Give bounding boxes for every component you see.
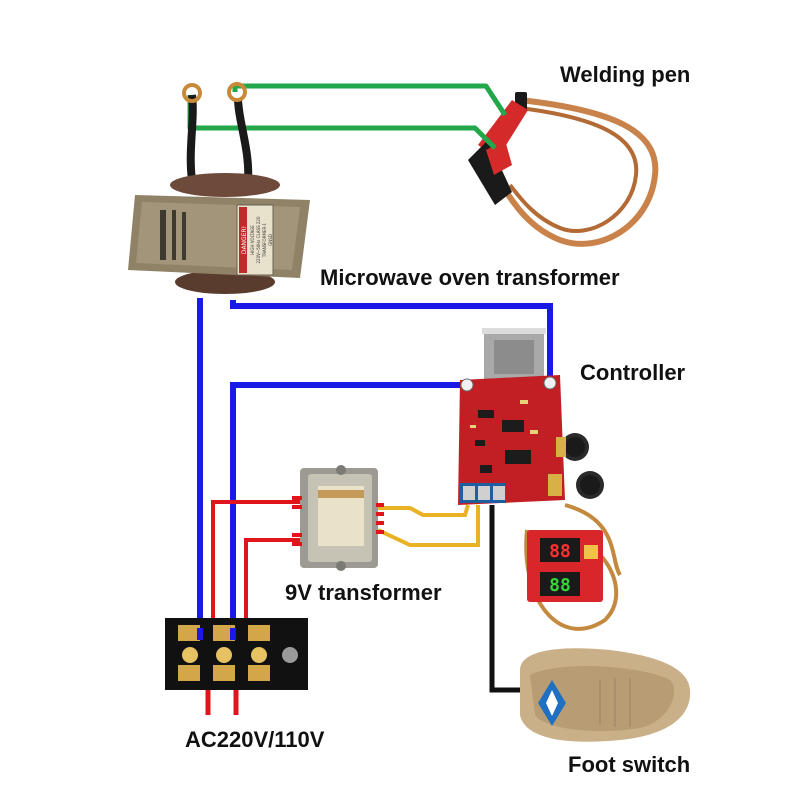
welding-pen	[468, 92, 659, 247]
foot-switch-pedal	[530, 665, 675, 732]
mot-lead-left	[186, 94, 197, 181]
controller-heatsink-top	[482, 328, 546, 334]
low-voltage-wires	[377, 504, 480, 547]
controller-board	[458, 328, 604, 505]
mot-warning-text: DANGER!	[241, 226, 248, 254]
foot-switch	[489, 505, 691, 742]
controller-terminal-left	[460, 378, 474, 392]
mains-wire-mot-b	[230, 300, 553, 385]
welding-pen-handle-b	[468, 140, 512, 205]
mot-coil-bottom	[175, 270, 275, 294]
mains-wires	[197, 298, 553, 628]
display-top-digits: 88	[549, 541, 571, 562]
foot-switch-ribs	[599, 678, 631, 727]
display-bottom	[540, 572, 580, 596]
secondary-wire-upper	[232, 83, 508, 117]
nine-v-feed-b	[244, 538, 300, 628]
controller-terminal-right	[543, 376, 557, 390]
welding-pen-cable-outer	[502, 97, 659, 247]
display-bottom-digits: 88	[549, 575, 571, 596]
controller-heatsink-fin	[494, 340, 534, 374]
controller-components	[475, 410, 531, 473]
mot-lug-left	[182, 83, 202, 103]
mains-terminal-block	[165, 618, 308, 715]
terminal-input-leads	[205, 690, 239, 715]
nine-v-feed-wires	[211, 500, 300, 628]
mot-coil-top	[170, 173, 280, 197]
mot-nameplate: DANGER! HIGH VOLTAGE 220V~50Hz CLASS 220…	[236, 204, 274, 276]
nine-v-mount-bottom	[336, 561, 346, 571]
mot-plate-line2: 220V~50Hz CLASS 220	[256, 216, 261, 263]
mot-warning-bar	[239, 207, 247, 273]
mot-plate-line3: TRANSFORMER-1	[262, 222, 267, 258]
lv-wire-b	[377, 505, 480, 547]
terminal-blue-ends	[197, 628, 236, 640]
controller-smd-parts	[470, 400, 538, 434]
foot-switch-label: Foot switch	[568, 752, 691, 777]
mot-lug-right	[227, 82, 247, 102]
nine-v-tape	[318, 490, 364, 498]
mot-plate-lines	[160, 210, 186, 260]
mot-plate-line1: HIGH VOLTAGE	[250, 225, 255, 255]
mains-label: AC220V/110V	[185, 727, 325, 752]
controller-terminal-block	[460, 483, 506, 503]
nine-v-transformer-label: 9V transformer	[285, 580, 442, 605]
nine-v-pins	[292, 496, 384, 546]
controller-label: Controller	[580, 360, 686, 385]
lv-wire-a	[378, 504, 470, 517]
microwave-transformer-label: Microwave oven transformer	[320, 265, 620, 290]
mot-lead-right	[234, 97, 253, 181]
display-ribbon	[564, 503, 622, 577]
nine-v-mount-top	[336, 465, 346, 475]
microwave-oven-transformer: DANGER! HIGH VOLTAGE 220V~50Hz CLASS 220…	[128, 82, 310, 294]
nine-v-feed-a	[211, 500, 300, 628]
display-board: 88 88	[524, 503, 622, 631]
controller-knobs	[548, 433, 604, 499]
nine-v-transformer	[292, 465, 384, 571]
display-top	[540, 538, 580, 562]
welding-pen-label: Welding pen	[560, 62, 691, 87]
mains-wire-controller	[230, 382, 467, 628]
terminal-screws	[178, 625, 298, 681]
mot-plate-line4: GNSD	[268, 234, 273, 246]
display-chip	[584, 545, 598, 559]
welding-pen-cable-inner	[508, 106, 639, 234]
foot-switch-cable	[489, 505, 520, 693]
